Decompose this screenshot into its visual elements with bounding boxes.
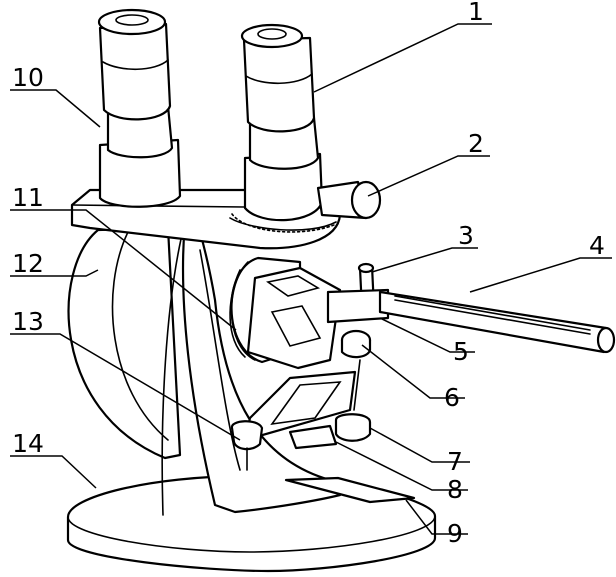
knobs-assembly [230,359,372,471]
prism-upper [246,266,342,370]
small-knob [340,329,372,359]
right-eyepiece [240,23,324,222]
reflector-plate [284,476,416,504]
label-8: 8 [447,475,463,504]
label-4: 4 [589,231,605,260]
label-6: 6 [444,383,460,412]
label-9: 9 [447,519,463,548]
label-2: 2 [468,129,484,158]
part-labels: 1 2 3 4 5 6 7 8 9 10 11 12 13 14 [12,0,605,548]
left-eyepiece [97,8,182,208]
thermometer [378,290,616,354]
label-13: 13 [12,307,44,336]
side-knob [316,180,382,220]
label-12: 12 [12,249,44,278]
label-3: 3 [458,221,474,250]
prism-lower [243,370,357,442]
base-disk [66,474,437,573]
thermometer-holder [326,262,390,324]
leader-lines [10,23,612,535]
label-7: 7 [447,447,463,476]
label-1: 1 [468,0,484,26]
label-11: 11 [12,183,44,212]
label-10: 10 [12,63,44,92]
label-5: 5 [453,337,469,366]
semicircular-plate [67,226,182,460]
label-14: 14 [12,429,44,458]
